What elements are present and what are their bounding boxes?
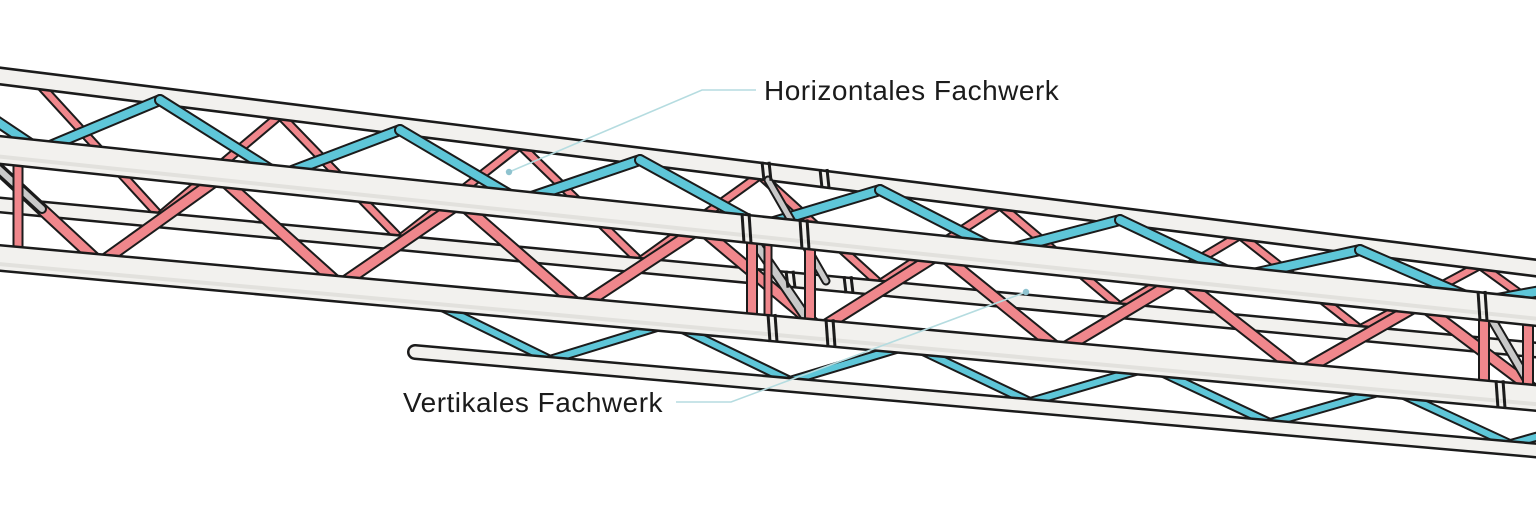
truss-member — [766, 313, 772, 343]
truss-member — [825, 168, 831, 189]
truss-member — [831, 319, 837, 348]
truss-member — [740, 213, 746, 244]
truss-member — [1483, 290, 1489, 322]
truss-member — [575, 223, 705, 312]
truss-member — [1476, 290, 1482, 322]
truss-member — [0, 137, 1536, 325]
truss-member — [215, 172, 345, 290]
truss-member — [1494, 380, 1500, 409]
truss-member — [824, 319, 830, 348]
truss-member — [1055, 273, 1185, 356]
truss-member — [815, 248, 945, 334]
truss-member — [798, 219, 804, 250]
truss-member — [1477, 262, 1536, 310]
leader-lines — [505, 89, 1030, 403]
truss-member — [409, 346, 1536, 456]
truss-member — [746, 231, 816, 330]
truss-member — [335, 198, 465, 290]
leader-line-vertikales — [676, 291, 1027, 403]
truss-member — [455, 198, 585, 312]
truss-member — [849, 275, 855, 294]
truss-member — [818, 168, 824, 189]
label-vertikales-fachwerk: Vertikales Fachwerk — [403, 387, 664, 418]
truss-member — [95, 172, 225, 268]
truss-member — [791, 270, 797, 288]
lattice-boom — [0, 66, 1536, 459]
truss-member — [805, 219, 811, 250]
truss-member — [0, 154, 1536, 321]
label-horizontales-fachwerk: Horizontales Fachwerk — [764, 75, 1060, 106]
truss-member — [784, 270, 790, 288]
truss-member — [1175, 273, 1305, 377]
truss-member — [0, 118, 44, 155]
leader-line-horizontales — [508, 89, 756, 173]
truss-member — [1295, 299, 1425, 377]
truss-member — [773, 313, 779, 343]
truss-member — [760, 161, 766, 181]
leader-endpoint-dot-vertikales — [1022, 288, 1030, 296]
leader-endpoint-dot-horizontales — [505, 168, 513, 176]
truss-member — [767, 161, 773, 181]
truss-member — [1501, 380, 1507, 409]
truss-member — [747, 213, 753, 244]
truss-member — [1507, 433, 1536, 448]
truss-member — [842, 275, 848, 294]
